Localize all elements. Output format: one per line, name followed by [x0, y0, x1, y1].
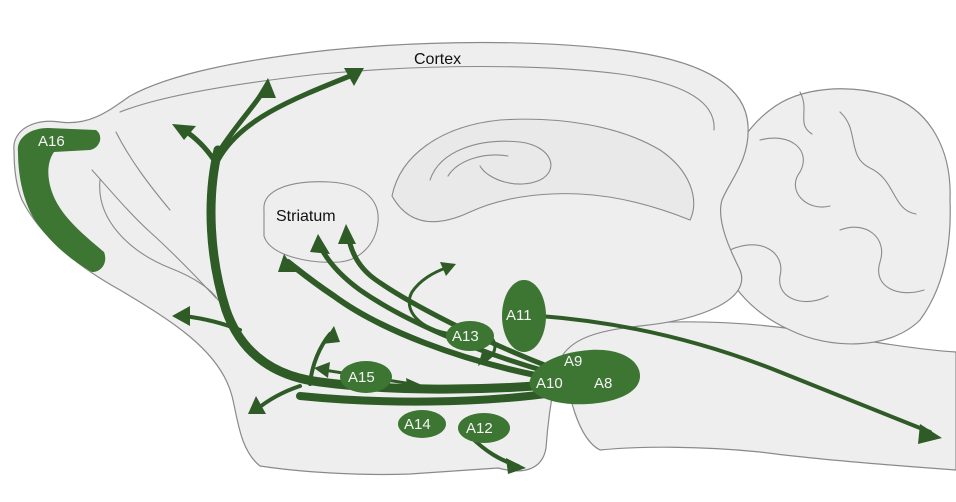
label-a14: A14: [404, 416, 431, 433]
label-striatum: Striatum: [276, 208, 336, 225]
label-a16: A16: [38, 133, 65, 150]
label-a12: A12: [466, 420, 493, 437]
label-a9: A9: [564, 353, 582, 370]
label-a8: A8: [594, 375, 612, 392]
label-cortex: Cortex: [414, 51, 461, 68]
label-a15: A15: [348, 369, 375, 386]
brain-silhouette: [14, 43, 956, 475]
label-a13: A13: [452, 328, 479, 345]
label-a10: A10: [536, 375, 563, 392]
cerebellum-outline: [716, 89, 951, 344]
label-a11: A11: [506, 307, 532, 324]
